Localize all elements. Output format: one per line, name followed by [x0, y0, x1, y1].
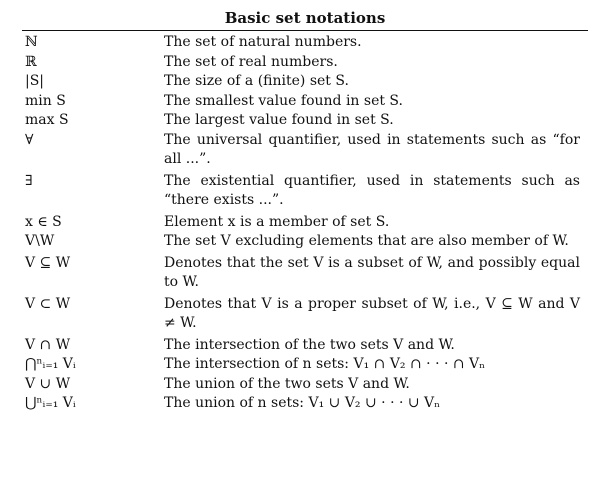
table-title: Basic set notations — [224, 9, 386, 27]
notation-symbol: V ⊂ W — [25, 295, 71, 312]
notation-description: The union of n sets: V₁ ∪ V₂ ∪ · · · ∪ V… — [164, 395, 441, 411]
notation-description: Denotes that the set V is a subset of W,… — [164, 254, 580, 291]
notation-symbol: ℕ — [25, 34, 38, 50]
table-row: ∀ The universal quantifier, used in stat… — [22, 131, 588, 170]
notation-symbol: ∃ — [25, 172, 33, 189]
table-row: V ⊆ W Denotes that the set V is a subset… — [22, 254, 588, 293]
table-row: V ∩ W The intersection of the two sets V… — [22, 336, 588, 356]
table-row: ∃ The existential quantifier, used in st… — [22, 172, 588, 211]
notation-description: The set of natural numbers. — [164, 34, 362, 50]
table-row: V ∪ W The union of the two sets V and W. — [22, 375, 588, 395]
table-body: ℕ The set of natural numbers. ℝ The set … — [22, 31, 588, 414]
notation-description: Denotes that V is a proper subset of W, … — [164, 295, 580, 332]
notation-symbol: ℝ — [25, 53, 37, 70]
notation-symbol: V ∪ W — [25, 375, 71, 392]
notation-description: The union of the two sets V and W. — [164, 375, 410, 392]
table-row: ℕ The set of natural numbers. — [22, 33, 588, 53]
notation-symbol: V ∩ W — [25, 336, 71, 353]
notation-description: Element x is a member of set S. — [164, 213, 390, 230]
notation-description: The intersection of n sets: V₁ ∩ V₂ ∩ · … — [164, 356, 486, 372]
notation-symbol: ∀ — [25, 131, 34, 148]
table-row: ⋃ⁿᵢ₌₁ Vᵢ The union of n sets: V₁ ∪ V₂ ∪ … — [22, 394, 588, 414]
notation-symbol: |S| — [25, 73, 45, 89]
notation-description: The set of real numbers. — [164, 53, 338, 70]
table-row: max S The largest value found in set S. — [22, 111, 588, 131]
notation-description: The intersection of the two sets V and W… — [164, 336, 455, 353]
header-rule — [22, 30, 588, 31]
notation-symbol: min S — [25, 92, 66, 109]
notation-description: The smallest value found in set S. — [164, 92, 403, 109]
notation-table: Basic set notations ℕ The set of natural… — [22, 8, 588, 414]
notation-symbol: ⋂ⁿᵢ₌₁ Vᵢ — [25, 356, 76, 372]
notation-description: The largest value found in set S. — [164, 112, 394, 128]
table-row: V ⊂ W Denotes that V is a proper subset … — [22, 295, 588, 334]
notation-symbol: ⋃ⁿᵢ₌₁ Vᵢ — [25, 395, 76, 411]
notation-description: The existential quantifier, used in stat… — [164, 172, 580, 209]
notation-description: The size of a (finite) set S. — [164, 73, 349, 89]
table-row: min S The smallest value found in set S. — [22, 92, 588, 112]
table-row: ⋂ⁿᵢ₌₁ Vᵢ The intersection of n sets: V₁ … — [22, 355, 588, 375]
notation-symbol: x ∈ S — [25, 213, 62, 230]
table-row: V\W The set V excluding elements that ar… — [22, 232, 588, 252]
notation-symbol: V\W — [25, 233, 55, 249]
table-row: x ∈ S Element x is a member of set S. — [22, 213, 588, 233]
notation-description: The universal quantifier, used in statem… — [164, 131, 580, 168]
table-row: ℝ The set of real numbers. — [22, 53, 588, 73]
notation-symbol: V ⊆ W — [25, 254, 71, 271]
table-row: |S| The size of a (finite) set S. — [22, 72, 588, 92]
notation-description: The set V excluding elements that are al… — [164, 233, 569, 249]
notation-symbol: max S — [25, 112, 69, 128]
